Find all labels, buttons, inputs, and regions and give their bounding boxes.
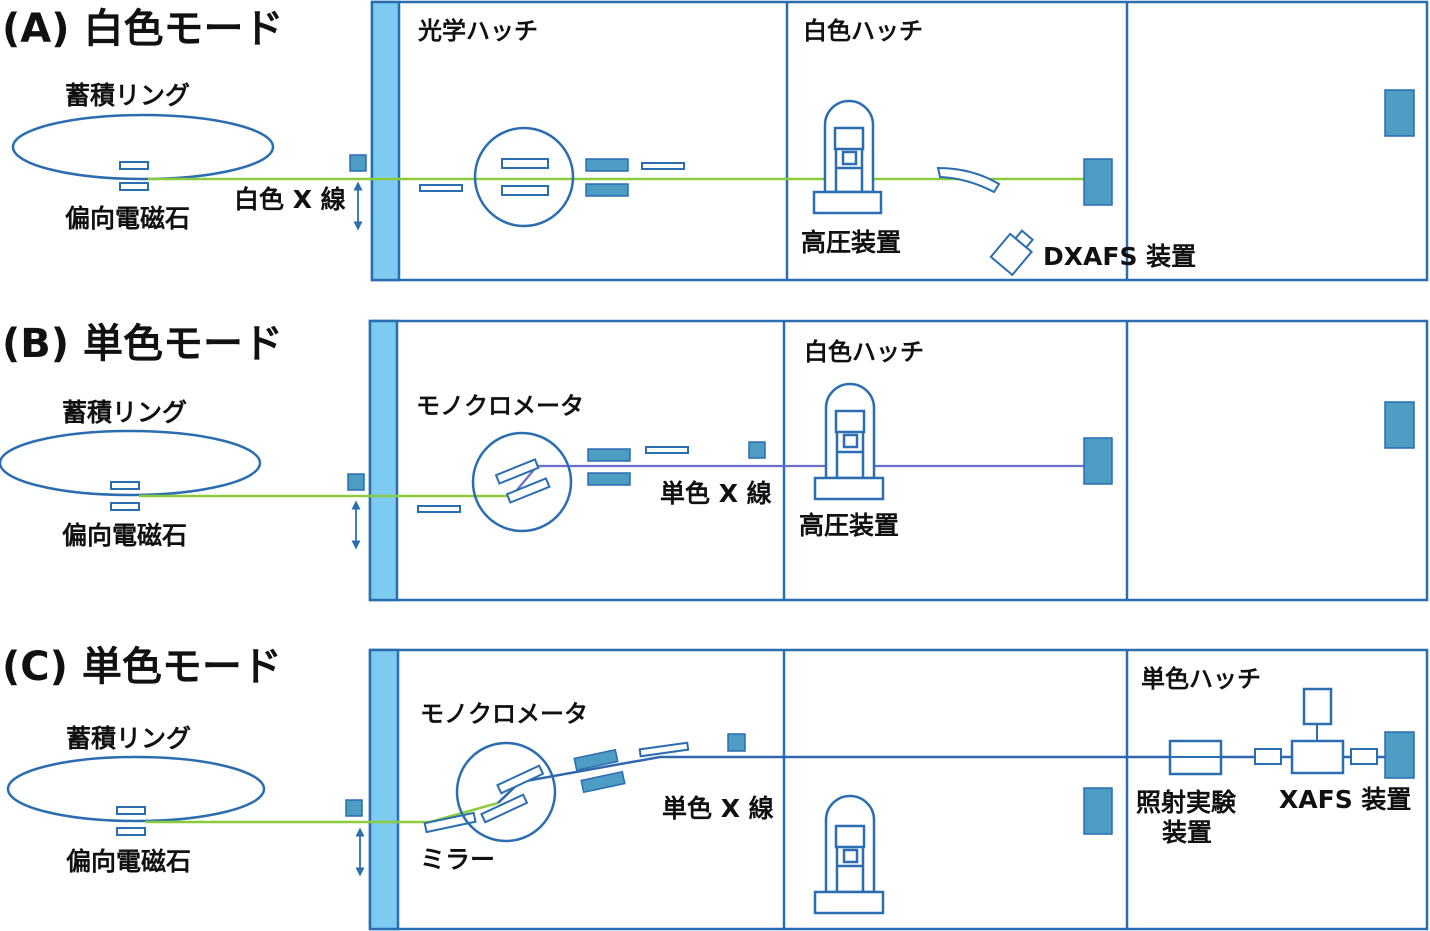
panel-c-bending-magnet-bottom — [116, 827, 146, 836]
panel-b-crystal-2 — [505, 477, 551, 504]
panel-c-xafs-label: XAFS 装置 — [1279, 785, 1411, 814]
panel-c-xafs-detector — [1302, 687, 1333, 726]
panel-b-side-block — [1384, 401, 1415, 449]
panel-a-slit — [419, 184, 463, 192]
panel-c-magnet-label: 偏向電磁石 — [66, 847, 191, 876]
panel-a-crystal-1 — [501, 158, 549, 169]
panel-b-slit — [417, 505, 461, 513]
panel-b-block-1 — [587, 448, 631, 462]
panel-c-beam-stop — [1384, 731, 1415, 779]
panel-c-slit-2 — [1350, 748, 1378, 765]
panel-a: (A) 白色モード 蓄積リング 偏向電磁石 白色 X 線 光学ハッチ 白色ハッチ — [2, 0, 1429, 282]
panel-b-mono-label: モノクロメータ — [416, 392, 584, 420]
panel-b-shutter-block — [347, 473, 365, 491]
panel-c-shield-wall — [368, 648, 400, 931]
panel-b-beam-stop — [1083, 437, 1113, 485]
panel-b-shield-wall — [368, 319, 399, 602]
panel-a-storage-ring — [11, 113, 275, 181]
panel-a-bending-magnet-top — [119, 161, 149, 170]
panel-c-beam-label: 単色 X 線 — [662, 794, 774, 823]
panel-b-magnet-label: 偏向電磁石 — [62, 521, 187, 550]
panel-a-shield-wall — [370, 0, 401, 282]
panel-c-monochromator-circle — [455, 741, 557, 843]
panel-c-storage-ring — [6, 755, 266, 823]
panel-c-mirror-label: ミラー — [420, 845, 495, 874]
panel-b-small-block — [748, 441, 766, 459]
panel-a-monochromator-circle — [473, 126, 575, 228]
panel-a-title: (A) 白色モード — [2, 6, 283, 52]
panel-b-beam-label: 単色 X 線 — [660, 479, 772, 508]
panel-b: (B) 単色モード 蓄積リング 偏向電磁石 モノクロメータ 単色 X 線 白色ハ… — [0, 319, 1429, 602]
panel-b-high-pressure-apparatus — [813, 382, 885, 501]
panel-a-block-2 — [585, 183, 629, 197]
panel-a-dxafs-detector — [989, 229, 1035, 277]
panel-c-crystal-2 — [480, 793, 529, 824]
panel-c-high-pressure-apparatus — [813, 794, 885, 915]
panel-b-monochromator-circle — [471, 431, 573, 533]
panel-c-block-1 — [573, 748, 619, 772]
panel-c-xafs-sample-stage — [1290, 739, 1345, 775]
panel-a-high-pressure-apparatus — [812, 99, 883, 215]
panel-c-crystal-1 — [496, 764, 545, 795]
panel-a-side-block — [1384, 89, 1415, 137]
panel-c-irr-label-2: 装置 — [1162, 818, 1212, 847]
panel-a-shutter-block — [349, 154, 367, 172]
panel-c: (C) 単色モード 蓄積リング 偏向電磁石 モノクロメータ ミラー 単色 X 線 — [2, 644, 1429, 931]
panel-a-magnet-label: 偏向電磁石 — [65, 204, 190, 233]
panel-a-dxafs-label: DXAFS 装置 — [1043, 242, 1196, 271]
panel-c-bending-magnet-top — [116, 806, 146, 815]
panel-c-title: (C) 単色モード — [2, 644, 282, 690]
panel-b-storage-ring — [0, 429, 262, 497]
panel-a-ring-label: 蓄積リング — [65, 81, 190, 110]
panel-b-mirror — [645, 446, 689, 454]
panel-c-mirror — [423, 811, 477, 834]
panel-c-ring-label: 蓄積リング — [66, 724, 191, 753]
panel-c-block-2 — [580, 770, 626, 794]
panel-a-block-1 — [585, 158, 629, 172]
panel-c-mono-label: モノクロメータ — [420, 700, 588, 728]
panel-a-mirror — [641, 162, 685, 170]
panel-b-title: (B) 単色モード — [2, 321, 283, 367]
panel-c-focus-mirror — [638, 741, 690, 758]
panel-b-block-2 — [587, 472, 631, 486]
panel-c-shutter-block — [345, 799, 363, 817]
panel-b-bending-magnet-bottom — [110, 502, 140, 511]
panel-c-slit-1 — [1254, 748, 1282, 765]
panel-a-hp-label: 高圧装置 — [801, 228, 901, 257]
panel-c-hutch-frame — [368, 648, 1429, 931]
panel-b-white-hutch-label: 白色ハッチ — [804, 338, 924, 366]
panel-a-optics-hutch-label: 光学ハッチ — [417, 17, 538, 45]
panel-b-crystal-1 — [494, 458, 540, 485]
panel-c-irr-label-1: 照射実験 — [1136, 788, 1237, 817]
panel-a-beam-stop — [1083, 158, 1113, 206]
panel-a-bending-magnet-bottom — [119, 182, 149, 191]
panel-a-dxafs-polychromator — [936, 166, 1001, 194]
panel-b-ring-label: 蓄積リング — [62, 398, 187, 427]
panel-c-small-block — [727, 733, 746, 752]
panel-b-hp-label: 高圧装置 — [799, 511, 899, 540]
panel-c-mid-block — [1083, 787, 1113, 835]
panel-c-mono-beam — [497, 755, 1385, 804]
panel-a-white-hutch-label: 白色ハッチ — [803, 17, 923, 45]
panel-a-crystal-2 — [501, 185, 549, 196]
panel-a-beam-label: 白色 X 線 — [234, 185, 346, 214]
panel-c-mono-hutch-label: 単色ハッチ — [1141, 665, 1261, 693]
panel-b-bending-magnet-top — [110, 481, 140, 490]
